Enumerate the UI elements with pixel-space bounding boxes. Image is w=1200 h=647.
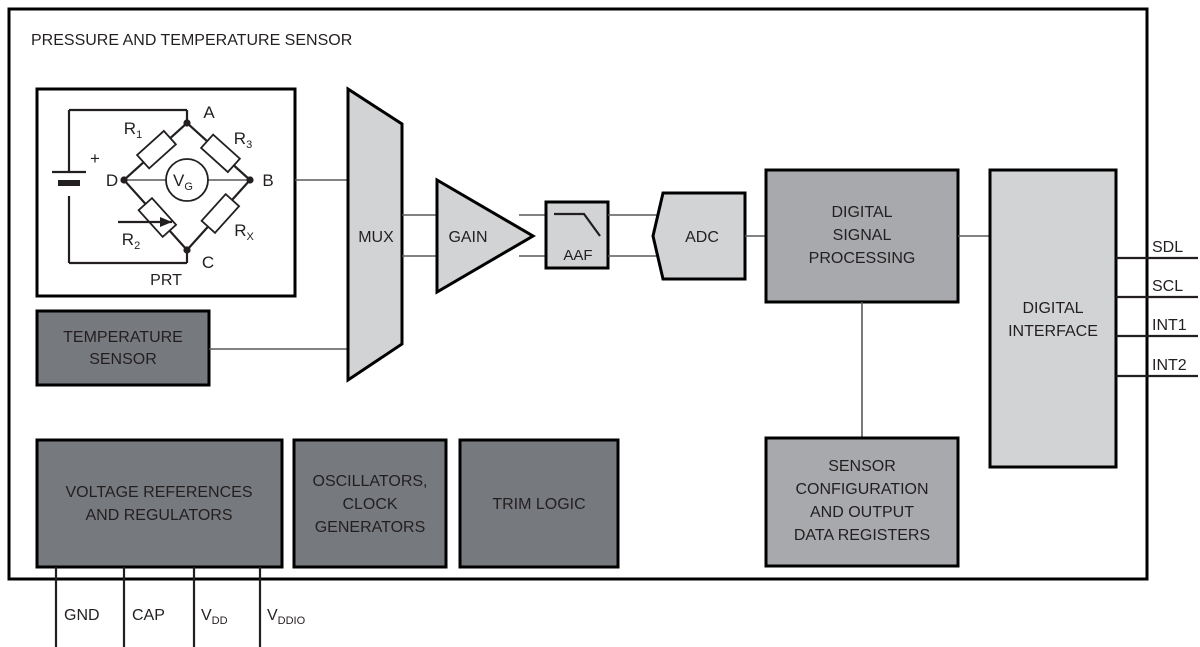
sensor-config-label-line-2: CONFIGURATION [795,481,928,498]
voltage-references-label-line-1: VOLTAGE REFERENCES [66,484,253,501]
pin-label-vdd: VDD [201,607,228,627]
pin-label-int1: INT1 [1152,317,1187,334]
digital-interface-label-line-1: DIGITAL [1022,300,1083,317]
resistor-rx-body [200,192,241,235]
sensor-config-block: SENSOR CONFIGURATION AND OUTPUT DATA REG… [764,436,960,568]
oscillators-label-line-3: GENERATORS [315,519,426,536]
sensor-config-label-line-4: DATA REGISTERS [794,527,930,544]
pin-label-int2: INT2 [1152,357,1187,374]
bridge-node-b-label: B [262,171,273,190]
adc-label: ADC [685,229,719,246]
temperature-sensor-box [35,309,211,387]
trim-logic-label: TRIM LOGIC [492,496,585,513]
dsp-label-line-2: SIGNAL [833,227,892,244]
resistor-r1-label: R1 [124,119,142,141]
aaf-label: AAF [563,247,592,264]
resistor-r2-body [137,196,178,239]
dsp-label-line-1: DIGITAL [831,204,892,221]
bridge-node-a-dot [183,119,191,127]
resistor-r3-label: R3 [234,129,252,151]
resistor-rx-label: RX [234,221,254,243]
bridge-node-c-label: C [202,253,214,272]
bridge-node-d-dot [120,176,128,184]
mux-block: MUX [346,86,404,383]
sensor-config-label-line-3: AND OUTPUT [810,504,914,521]
temperature-sensor-block: TEMPERATURE SENSOR [35,309,211,387]
bridge-node-a-label: A [203,103,215,122]
battery-polarity-label: + [90,149,100,168]
voltage-references-block: VOLTAGE REFERENCES AND REGULATORS [35,438,284,569]
sensor-config-label-line-1: SENSOR [828,458,896,475]
temperature-sensor-label-line-1: TEMPERATURE [63,329,183,346]
dsp-block: DIGITAL SIGNAL PROCESSING [764,168,960,304]
resistor-r3-body [199,133,242,174]
oscillators-block: OSCILLATORS, CLOCK GENERATORS [292,438,448,569]
pin-label-gnd: GND [64,607,100,624]
prt-bridge-group: + VG A B C D R1 R3 R2 RX PR [35,87,297,298]
aaf-block: AAF [544,200,610,270]
gain-block: GAIN [435,177,536,295]
bridge-node-d-label: D [106,171,118,190]
digital-interface-label-line-2: INTERFACE [1008,323,1098,340]
bottom-pin-group: GND CAP VDD VDDIO [54,567,306,647]
adc-shape [651,191,747,281]
prt-bridge-box [35,87,297,298]
bridge-node-b-dot [246,176,254,184]
trim-logic-block: TRIM LOGIC [458,438,620,569]
chip-boundary-frame [7,7,1149,581]
pin-label-vddio: VDDIO [267,607,306,627]
lowpass-response-icon [554,212,601,237]
oscillators-box [292,438,448,569]
sensor-config-box [764,436,960,568]
pin-label-sdl: SDL [1152,239,1183,256]
pin-label-cap: CAP [132,607,165,624]
temperature-sensor-label-line-2: SENSOR [89,351,157,368]
adc-block: ADC [651,191,747,281]
digital-interface-box [988,168,1118,469]
galvanometer-label: VG [173,171,193,193]
resistor-r1-body [135,129,178,170]
variable-resistor-arrow-head [160,217,172,227]
mux-shape [346,86,404,383]
dsp-label-line-3: PROCESSING [809,250,916,267]
mux-label: MUX [358,229,394,246]
oscillators-label-line-1: OSCILLATORS, [313,473,428,490]
gain-shape [435,177,536,295]
bridge-node-c-dot [183,246,191,254]
voltage-references-label-line-2: AND REGULATORS [86,507,233,524]
pin-label-scl: SCL [1152,278,1183,295]
resistor-r2-label: R2 [122,230,140,252]
trim-logic-box [458,438,620,569]
prt-caption: PRT [150,272,182,289]
gain-label: GAIN [448,229,487,246]
page-title: PRESSURE AND TEMPERATURE SENSOR [31,32,352,49]
voltage-references-box [35,438,284,569]
galvanometer-circle [165,158,209,202]
digital-interface-block: DIGITAL INTERFACE [988,168,1118,469]
right-pin-group: SDL SCL INT1 INT2 [1116,239,1198,378]
oscillators-label-line-2: CLOCK [342,496,397,513]
